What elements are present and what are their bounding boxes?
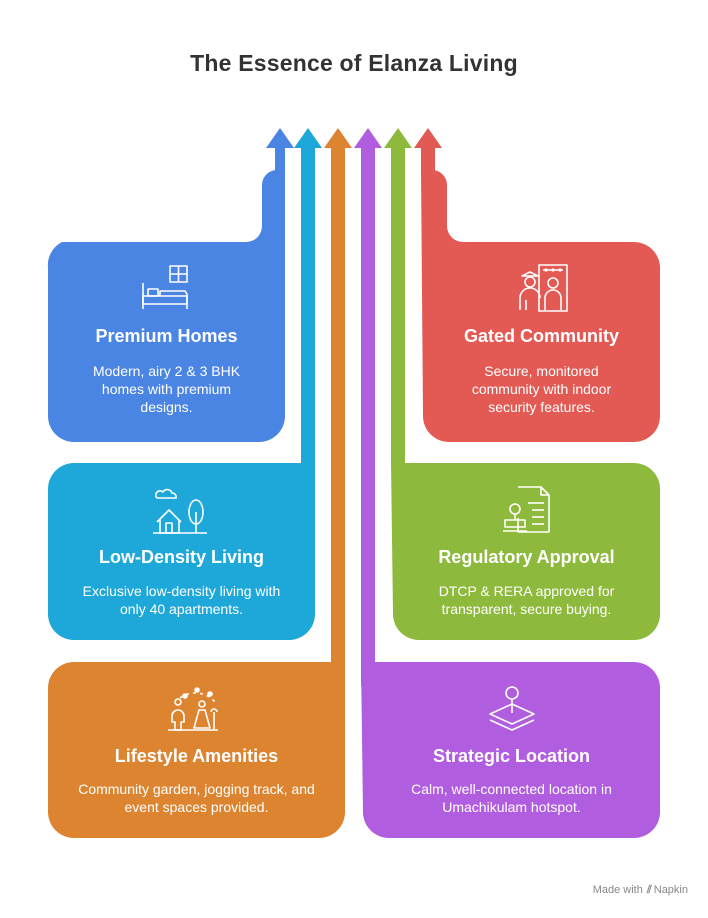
card-title: Strategic Location — [432, 746, 591, 766]
napkin-footer[interactable]: Made with⫽Napkin — [593, 884, 688, 897]
bed-window-icon — [142, 265, 188, 309]
card-lifestyle-amenities: Lifestyle Amenities Community garden, jo… — [48, 662, 345, 838]
card-title: Gated Community — [463, 326, 619, 346]
house-tree-icon — [153, 488, 207, 534]
park-people-icon — [168, 687, 218, 731]
card-premium-homes: Premium Homes Modern, airy 2 & 3 BHK hom… — [48, 242, 285, 442]
arrowhead-lifestyle-amenities — [324, 128, 352, 148]
arrowhead-gated-community — [414, 128, 442, 148]
ribbon-low-density — [48, 128, 322, 640]
card-title: Premium Homes — [95, 326, 238, 346]
card-description: Modern, airy 2 & 3 BHK homes with premiu… — [92, 363, 241, 415]
napkin-logo-icon: ⫽ — [646, 884, 652, 896]
card-strategic-location: Strategic Location Calm, well-connected … — [363, 662, 660, 838]
page-title: The Essence of Elanza Living — [190, 50, 518, 76]
arrowhead-regulatory-approval — [384, 128, 412, 148]
card-description: Secure, monitored community with indoor … — [471, 363, 612, 415]
ribbon-premium-homes — [47, 128, 294, 442]
card-low-density: Low-Density Living Exclusive low-density… — [48, 463, 315, 640]
card-description: Community garden, jogging track, and eve… — [78, 781, 315, 815]
card-description: Calm, well-connected location in Umachik… — [411, 781, 612, 815]
made-with-text: Made with — [592, 884, 643, 896]
security-guard-gate-icon — [519, 264, 568, 312]
card-regulatory-approval: Regulatory Approval DTCP & RERA approved… — [393, 463, 660, 640]
arrowhead-premium-homes — [266, 128, 294, 148]
napkin-brand: Napkin — [653, 884, 688, 896]
card-title: Low-Density Living — [98, 547, 264, 567]
card-description: Exclusive low-density living with only 4… — [82, 583, 281, 617]
card-title: Lifestyle Amenities — [114, 746, 279, 766]
ribbon-regulatory-approval — [384, 128, 660, 640]
arrowhead-strategic-location — [354, 128, 382, 148]
card-description: DTCP & RERA approved for transparent, se… — [438, 583, 615, 617]
certificate-stamp-icon — [503, 486, 550, 533]
location-pin-icon — [489, 686, 535, 731]
ribbon-strategic-location — [354, 128, 660, 838]
card-gated-community: Gated Community Secure, monitored commun… — [423, 242, 660, 442]
arrowhead-low-density — [294, 128, 322, 148]
card-title: Regulatory Approval — [438, 547, 615, 567]
ribbon-lifestyle-amenities — [48, 128, 352, 838]
ribbon-gated-community — [414, 128, 660, 442]
